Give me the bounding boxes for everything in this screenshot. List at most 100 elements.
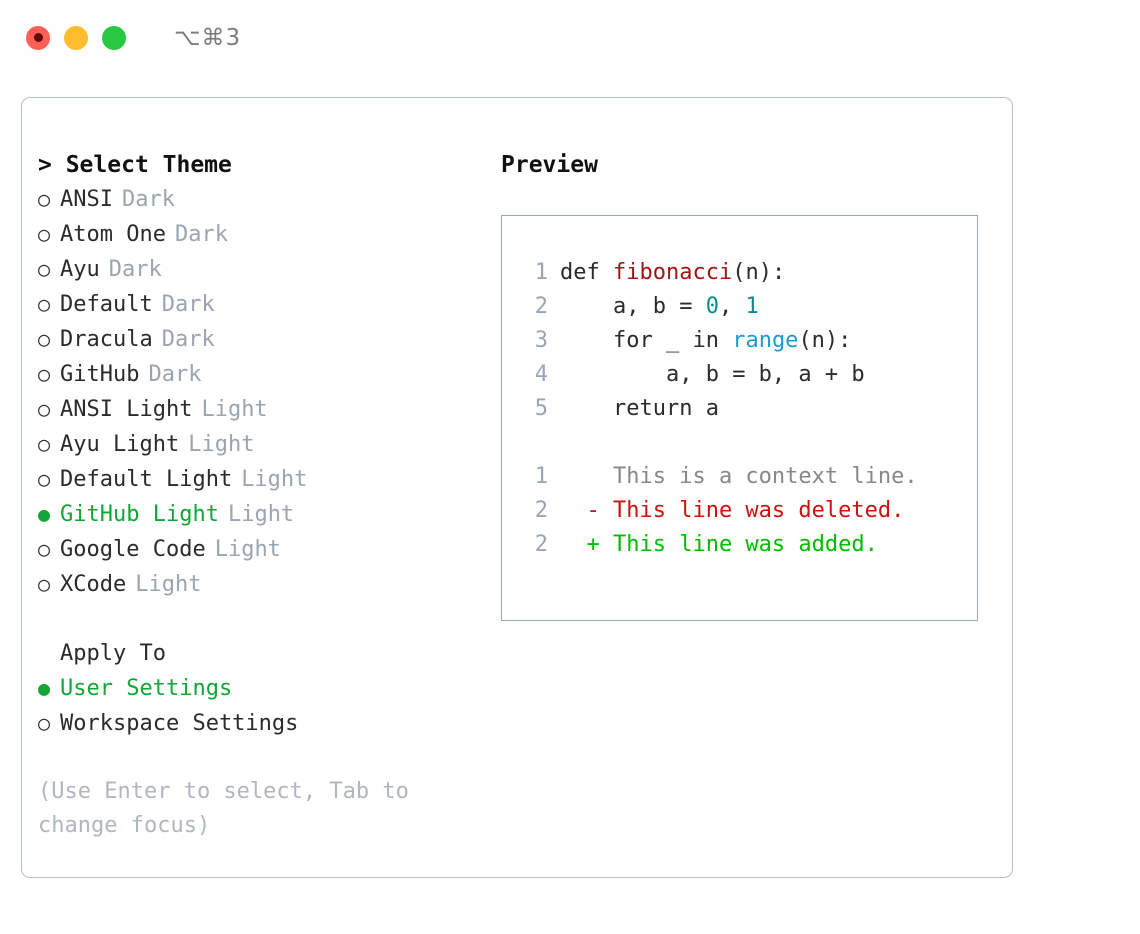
- code-token: a, b =: [612, 294, 706, 319]
- prompt-caret-icon: >: [38, 152, 66, 178]
- preview-heading: Preview: [501, 152, 598, 178]
- theme-variant-badge: Light: [201, 397, 268, 422]
- theme-name-label: Ayu Light: [60, 432, 180, 457]
- radio-unselected-icon: ○: [38, 572, 51, 596]
- theme-name-label: Default: [60, 292, 153, 317]
- theme-list-item[interactable]: ○ Google Code Light: [38, 532, 478, 567]
- theme-name-label: ANSI Light: [60, 397, 193, 422]
- diff-line-text: This line was deleted.: [612, 498, 905, 523]
- theme-list-item[interactable]: ○ Ayu Light Light: [38, 427, 478, 462]
- radio-unselected-icon: ○: [38, 362, 51, 386]
- radio-unselected-icon: ○: [38, 432, 51, 456]
- apply-to-marker-spacer: ○: [38, 636, 60, 670]
- code-line: 1 def fibonacci(n):: [520, 256, 977, 290]
- apply-to-label: User Settings: [60, 676, 233, 701]
- line-number: 2: [534, 532, 548, 557]
- radio-unselected-icon: ○: [38, 537, 51, 561]
- diff-line: 2 + This line was added.: [520, 528, 977, 562]
- minimize-button[interactable]: [64, 25, 88, 50]
- theme-name-label: Default Light: [60, 467, 233, 492]
- title-bar: ⌥⌘3: [0, 0, 1140, 75]
- code-token: 1: [745, 294, 759, 319]
- select-theme-heading: > Select Theme: [38, 148, 478, 182]
- maximize-button[interactable]: [102, 25, 126, 50]
- keyboard-shortcut-label: ⌥⌘3: [174, 24, 242, 51]
- radio-unselected-icon: ○: [38, 187, 51, 211]
- theme-variant-badge: Light: [188, 432, 255, 457]
- diff-line: 1 This is a context line.: [520, 460, 977, 494]
- apply-to-label: Workspace Settings: [60, 711, 299, 736]
- code-line-content: def fibonacci(n):: [560, 256, 785, 290]
- theme-variant-badge: Dark: [148, 362, 202, 387]
- theme-variant-badge: Dark: [108, 257, 162, 282]
- code-line-content: a, b = 0, 1: [560, 290, 759, 324]
- apply-to-item[interactable]: ○ Workspace Settings: [38, 706, 478, 741]
- code-line: 2 a, b = 0, 1: [520, 290, 977, 324]
- radio-unselected-icon: ○: [38, 397, 51, 421]
- diff-line-text: This is a context line.: [612, 464, 918, 489]
- line-number: 2: [534, 294, 548, 319]
- theme-variant-badge: Light: [214, 537, 281, 562]
- diff-line-text: This line was added.: [612, 532, 878, 557]
- code-line-content: for _ in range(n):: [560, 324, 851, 358]
- theme-variant-badge: Light: [227, 502, 295, 527]
- line-number: 5: [534, 396, 548, 421]
- theme-list-item[interactable]: ○ Default Dark: [38, 287, 478, 322]
- radio-unselected-icon: ○: [38, 292, 51, 316]
- code-token: ,: [718, 294, 746, 319]
- apply-to-heading-text: Apply To: [60, 641, 166, 666]
- theme-list-item[interactable]: ○ Atom One Dark: [38, 217, 478, 252]
- diff-line: 2 - This line was deleted.: [520, 494, 977, 528]
- code-token: (n):: [798, 328, 852, 353]
- diff-sign: [560, 460, 613, 494]
- radio-unselected-icon: ○: [38, 327, 51, 351]
- theme-variant-badge: Dark: [121, 187, 175, 212]
- code-line: 4 a, b = b, a + b: [520, 358, 977, 392]
- theme-name-label: Google Code: [60, 537, 206, 562]
- theme-name-label: Dracula: [60, 327, 153, 352]
- code-token: return a: [612, 396, 719, 421]
- apply-to-item[interactable]: ●User Settings: [38, 671, 478, 706]
- line-number: 1: [534, 464, 548, 489]
- select-theme-heading-text: Select Theme: [65, 152, 232, 178]
- code-line-content: return a: [560, 392, 719, 426]
- line-number: 1: [534, 260, 548, 285]
- theme-name-label: GitHub Light: [60, 502, 219, 527]
- radio-unselected-icon: ○: [38, 257, 51, 281]
- radio-unselected-icon: ○: [38, 222, 51, 246]
- code-line: 5 return a: [520, 392, 977, 426]
- radio-unselected-icon: ○: [38, 467, 51, 491]
- close-button[interactable]: [26, 25, 50, 50]
- apply-to-heading: ○ Apply To: [38, 636, 478, 671]
- theme-list-item[interactable]: ● GitHub Light Light: [38, 497, 478, 532]
- keyboard-hint-text: (Use Enter to select, Tab to change focu…: [38, 779, 409, 838]
- theme-variant-badge: Dark: [161, 292, 215, 317]
- code-token: range: [732, 328, 799, 353]
- radio-unselected-icon: ○: [38, 711, 51, 735]
- radio-selected-icon: ●: [38, 502, 51, 526]
- theme-name-label: XCode: [60, 572, 127, 597]
- code-token: for _ in: [612, 328, 733, 353]
- diff-sign: -: [560, 498, 613, 523]
- code-diff-separator: [520, 426, 977, 460]
- theme-name-label: Atom One: [60, 222, 166, 247]
- code-token: def: [560, 260, 613, 285]
- apply-to-list: ●User Settings ○ Workspace Settings: [38, 671, 478, 741]
- theme-list-item[interactable]: ○ ANSI Light Light: [38, 392, 478, 427]
- code-token: (n):: [732, 260, 786, 285]
- code-token: fibonacci: [612, 260, 733, 285]
- theme-variant-badge: Dark: [174, 222, 228, 247]
- code-token: a, b = b, a + b: [665, 362, 865, 387]
- code-token: 0: [705, 294, 719, 319]
